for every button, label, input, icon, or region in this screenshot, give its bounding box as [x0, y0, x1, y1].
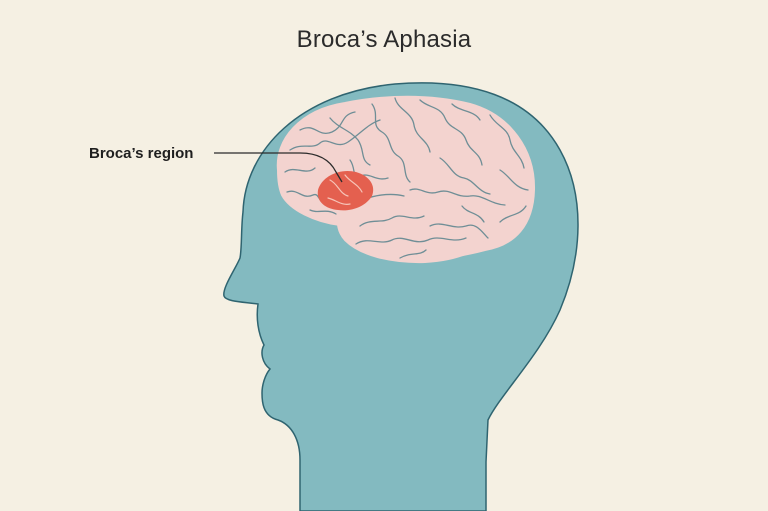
leader-line — [214, 152, 343, 183]
region-label: Broca’s region — [89, 145, 193, 162]
broca-region — [317, 170, 374, 211]
broca-region-folds — [327, 174, 363, 205]
brain-temporal-lobe — [336, 196, 492, 264]
brain-folds — [284, 97, 529, 259]
page-title: Broca’s Aphasia — [296, 26, 472, 53]
brain — [276, 95, 536, 264]
